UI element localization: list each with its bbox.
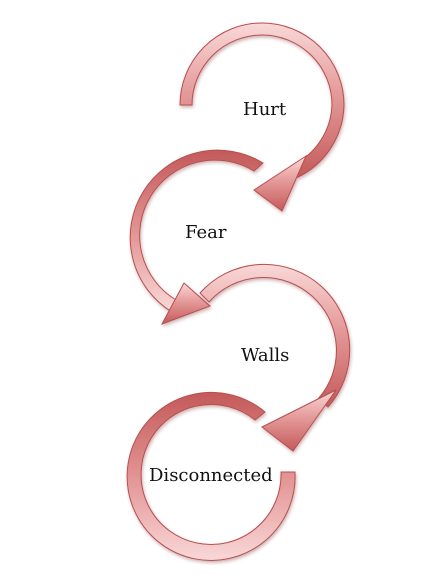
stage-label-walls: Walls xyxy=(241,345,289,366)
curved-arrow-fear xyxy=(129,149,264,325)
stage-label-disconnected: Disconnected xyxy=(149,465,273,486)
curved-arrow-walls xyxy=(199,263,351,452)
curved-arrow-disconnected xyxy=(126,391,296,561)
stage-label-hurt: Hurt xyxy=(243,99,287,120)
curved-arrow-hurt xyxy=(179,22,345,212)
stage-label-fear: Fear xyxy=(185,222,227,243)
